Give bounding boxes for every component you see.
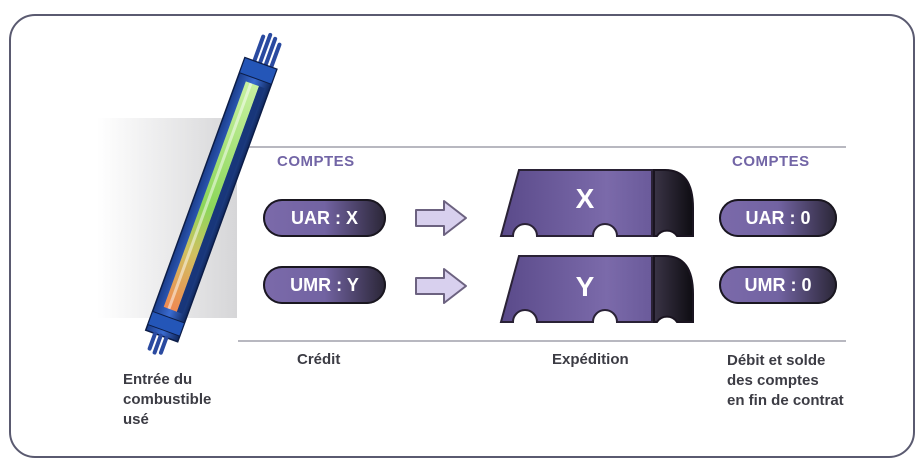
bottom-divider: [238, 340, 846, 342]
truck-label: Y: [575, 271, 595, 302]
label-line: Entrée du: [123, 371, 193, 388]
account-pill-umr-right: UMR : 0: [719, 266, 837, 304]
truck-icon: [499, 255, 694, 323]
truck-label: X: [575, 183, 595, 214]
account-pill-label: UAR : 0: [745, 207, 811, 228]
accounts-header-left: COMPTES: [277, 153, 355, 170]
account-pill-umr-left: UMR : Y: [263, 266, 386, 304]
shipping-label: Expédition: [552, 351, 629, 368]
account-pill-uar-right: UAR : 0: [719, 199, 837, 237]
account-pill-label: UAR : X: [291, 207, 358, 228]
account-pill-label: UMR : 0: [744, 274, 812, 295]
credit-label: Crédit: [297, 351, 341, 368]
label-line: des comptes: [727, 372, 819, 389]
fuel-entry-label: Entrée du combustible usé: [123, 370, 211, 430]
top-divider: [238, 146, 846, 148]
debit-label: Débit et solde des comptes en fin de con…: [727, 351, 844, 411]
label-line: combustible: [123, 391, 212, 408]
account-pill-uar-left: UAR : X: [263, 199, 386, 237]
arrow-right-icon: [415, 200, 467, 236]
account-pill-label: UMR : Y: [290, 274, 359, 295]
truck-icon: [499, 169, 694, 237]
arrow-right-icon: [415, 268, 467, 304]
label-line: en fin de contrat: [727, 392, 844, 409]
label-line: Débit et solde: [727, 352, 826, 369]
label-line: usé: [123, 411, 149, 428]
accounts-header-right: COMPTES: [732, 153, 810, 170]
